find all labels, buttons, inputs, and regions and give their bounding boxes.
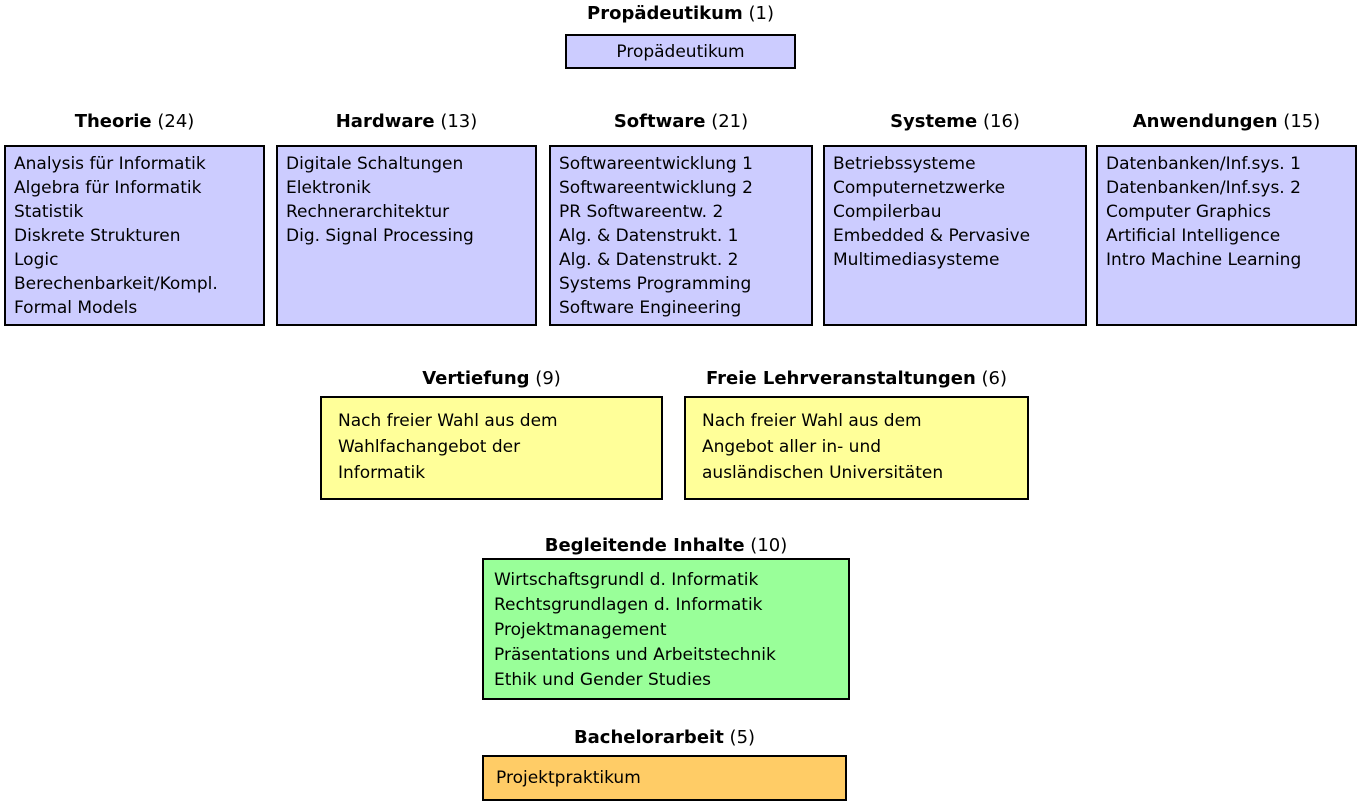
- bachelorarbeit-box: Projektpraktikum: [482, 755, 847, 801]
- anwendungen-title: Anwendungen: [1132, 111, 1278, 132]
- course-item: Ethik und Gender Studies: [494, 670, 712, 690]
- course-item: Projektpraktikum: [496, 768, 641, 788]
- systeme-title: Systeme: [890, 111, 978, 132]
- theorie-box: Analysis für Informatik Algebra für Info…: [4, 145, 265, 326]
- course-item: Embedded & Pervasive: [833, 226, 1031, 246]
- theorie-header: Theorie (24): [4, 110, 265, 134]
- course-item: Algebra für Informatik: [14, 178, 202, 198]
- course-item: Diskrete Strukturen: [14, 226, 181, 246]
- bachelorarbeit-header: Bachelorarbeit (5): [482, 726, 847, 750]
- hardware-header: Hardware (13): [276, 110, 537, 134]
- course-item: Software Engineering: [559, 298, 742, 318]
- software-count: (21): [711, 111, 749, 132]
- course-item: Statistik: [14, 202, 84, 222]
- course-item: Rechtsgrundlagen d. Informatik: [494, 595, 763, 615]
- vertiefung-box: Nach freier Wahl aus dem Wahlfachangebot…: [320, 396, 663, 500]
- software-box: Softwareentwicklung 1 Softwareentwicklun…: [549, 145, 813, 326]
- anwendungen-count: (15): [1283, 111, 1321, 132]
- course-item: Alg. & Datenstrukt. 2: [559, 250, 739, 270]
- freie-lehrveranstaltungen-header: Freie Lehrveranstaltungen (6): [684, 367, 1029, 391]
- course-item: Softwareentwicklung 1: [559, 154, 753, 174]
- bachelorarbeit-count: (5): [729, 727, 756, 748]
- software-title: Software: [613, 111, 706, 132]
- course-item: Wirtschaftsgrundl d. Informatik: [494, 570, 759, 590]
- systeme-header: Systeme (16): [823, 110, 1087, 134]
- course-item: Datenbanken/Inf.sys. 1: [1106, 154, 1301, 174]
- hardware-box: Digitale Schaltungen Elektronik Rechnera…: [276, 145, 537, 326]
- begleitende-inhalte-box: Wirtschaftsgrundl d. Informatik Rechtsgr…: [482, 558, 850, 700]
- begleitende-inhalte-count: (10): [750, 535, 788, 556]
- course-item: Berechenbarkeit/Kompl.: [14, 274, 218, 294]
- vertiefung-header: Vertiefung (9): [320, 367, 663, 391]
- course-item: Präsentations und Arbeitstechnik: [494, 645, 776, 665]
- free-choice-text: Nach freier Wahl aus dem: [338, 411, 558, 431]
- course-item: Artificial Intelligence: [1106, 226, 1281, 246]
- theorie-count: (24): [157, 111, 195, 132]
- theorie-title: Theorie: [74, 111, 152, 132]
- free-choice-text: Angebot aller in- und: [702, 437, 882, 457]
- bachelorarbeit-title: Bachelorarbeit: [573, 727, 724, 748]
- course-item: Propädeutikum: [616, 41, 745, 62]
- systeme-box: Betriebssysteme Computernetzwerke Compil…: [823, 145, 1087, 326]
- course-item: Softwareentwicklung 2: [559, 178, 753, 198]
- course-item: Alg. & Datenstrukt. 1: [559, 226, 739, 246]
- course-item: Systems Programming: [559, 274, 752, 294]
- course-item: Multimediasysteme: [833, 250, 1000, 270]
- propaedeutikum-header: Propädeutikum (1): [565, 2, 796, 26]
- begleitende-inhalte-header: Begleitende Inhalte (10): [482, 534, 850, 558]
- course-item: Computer Graphics: [1106, 202, 1271, 222]
- vertiefung-count: (9): [535, 368, 561, 389]
- course-item: Digitale Schaltungen: [286, 154, 464, 174]
- course-item: Compilerbau: [833, 202, 942, 222]
- course-item: Analysis für Informatik: [14, 154, 206, 174]
- freie-lehrveranstaltungen-box: Nach freier Wahl aus dem Angebot aller i…: [684, 396, 1029, 500]
- course-item: Dig. Signal Processing: [286, 226, 474, 246]
- course-item: Elektronik: [286, 178, 371, 198]
- free-choice-text: Informatik: [338, 463, 426, 483]
- anwendungen-box: Datenbanken/Inf.sys. 1 Datenbanken/Inf.s…: [1096, 145, 1357, 326]
- propaedeutikum-box: Propädeutikum: [565, 34, 796, 69]
- systeme-count: (16): [982, 111, 1020, 132]
- free-choice-text: Nach freier Wahl aus dem: [702, 411, 922, 431]
- free-choice-text: ausländischen Universitäten: [702, 463, 944, 483]
- software-header: Software (21): [549, 110, 813, 134]
- freie-lehrveranstaltungen-count: (6): [981, 368, 1008, 389]
- anwendungen-header: Anwendungen (15): [1096, 110, 1357, 134]
- vertiefung-title: Vertiefung: [422, 368, 530, 389]
- propaedeutikum-count: (1): [748, 3, 774, 24]
- freie-lehrveranstaltungen-title: Freie Lehrveranstaltungen: [705, 368, 976, 389]
- course-item: Formal Models: [14, 298, 138, 318]
- course-item: Datenbanken/Inf.sys. 2: [1106, 178, 1301, 198]
- begleitende-inhalte-title: Begleitende Inhalte: [544, 535, 745, 556]
- course-item: Computernetzwerke: [833, 178, 1006, 198]
- course-item: Logic: [14, 250, 59, 270]
- propaedeutikum-title: Propädeutikum: [587, 3, 743, 24]
- course-item: Betriebssysteme: [833, 154, 976, 174]
- course-item: PR Softwareentw. 2: [559, 202, 724, 222]
- free-choice-text: Wahlfachangebot der: [338, 437, 521, 457]
- course-item: Intro Machine Learning: [1106, 250, 1302, 270]
- hardware-count: (13): [440, 111, 478, 132]
- course-item: Rechnerarchitektur: [286, 202, 450, 222]
- hardware-title: Hardware: [335, 111, 435, 132]
- course-item: Projektmanagement: [494, 620, 667, 640]
